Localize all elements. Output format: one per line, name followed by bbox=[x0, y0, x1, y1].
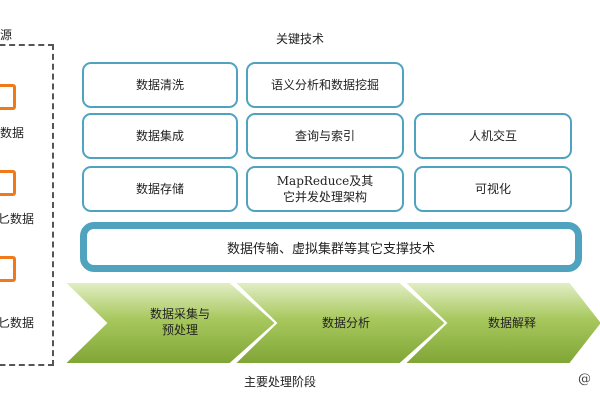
tech-data-integration: 数据集成 bbox=[82, 113, 238, 159]
stage-chevrons bbox=[62, 281, 600, 365]
document-icon bbox=[0, 170, 16, 196]
stage-chevron-3 bbox=[401, 281, 600, 365]
tech-mapreduce: MapReduce及其 它并发处理架构 bbox=[246, 166, 404, 212]
stage-label-3: 数据解释 bbox=[487, 316, 536, 330]
source-label-3: 匕数据 bbox=[0, 316, 35, 330]
tech-semantic-analysis: 语义分析和数据挖掘 bbox=[246, 62, 404, 108]
tech-data-storage: 数据存储 bbox=[82, 166, 238, 212]
key-tech-title: 关键技术 bbox=[276, 32, 325, 46]
database-icon bbox=[0, 84, 16, 110]
sources-title: 源 bbox=[0, 28, 13, 42]
stage-title: 主要处理阶段 bbox=[244, 375, 317, 389]
stage-chevron-2 bbox=[231, 281, 448, 365]
stage-label-1: 数据采集与 预处理 bbox=[149, 307, 210, 337]
support-tech-bar: 数据传输、虚拟集群等其它支撑技术 bbox=[80, 222, 582, 272]
sources-panel bbox=[0, 44, 54, 366]
tech-query-index: 查询与索引 bbox=[246, 113, 404, 159]
source-label-1: 数据 bbox=[0, 126, 25, 140]
tech-visualization: 可视化 bbox=[414, 166, 572, 212]
tech-hci: 人机交互 bbox=[414, 113, 572, 159]
document-icon bbox=[0, 256, 16, 282]
stage-chevron-1 bbox=[62, 281, 278, 365]
tech-data-cleaning: 数据清洗 bbox=[82, 62, 238, 108]
source-label-2: 匕数据 bbox=[0, 212, 35, 226]
stage-label-2: 数据分析 bbox=[321, 316, 370, 330]
watermark-text: @ bbox=[578, 372, 591, 387]
